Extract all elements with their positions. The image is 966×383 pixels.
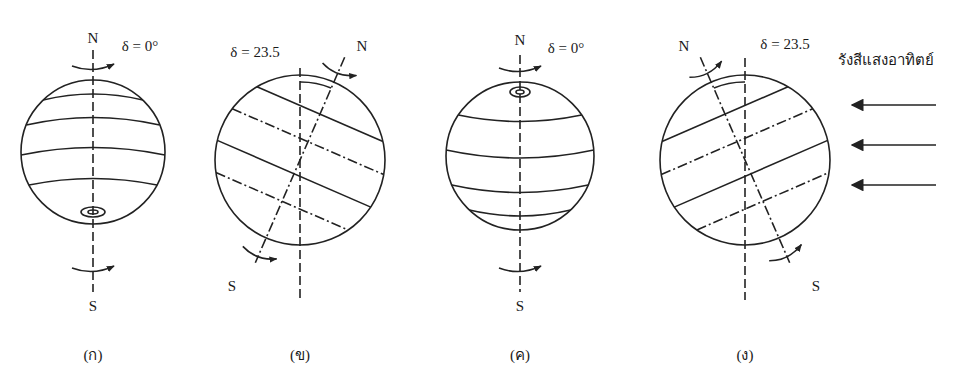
declination-label: δ = 23.5 <box>760 36 809 53</box>
pole-label: S <box>89 298 97 315</box>
pole-label: S <box>812 278 820 295</box>
figure-label: (ง) <box>737 347 754 364</box>
figure-label: (ข) <box>290 347 310 364</box>
figure-label: (ก) <box>84 347 103 364</box>
pole-label: N <box>515 32 526 49</box>
pole-label: S <box>516 298 524 315</box>
pole-label: N <box>88 30 99 47</box>
figure-label: (ค) <box>510 347 530 364</box>
pole-label: S <box>228 278 236 295</box>
declination-label: δ = 0° <box>548 40 585 57</box>
pole-label: N <box>679 38 690 55</box>
declination-label: δ = 23.5 <box>230 44 279 61</box>
sun-rays-label: รังสีแสงอาทิตย์ <box>838 52 934 69</box>
pole-label: N <box>357 38 368 55</box>
declination-label: δ = 0° <box>122 38 159 55</box>
